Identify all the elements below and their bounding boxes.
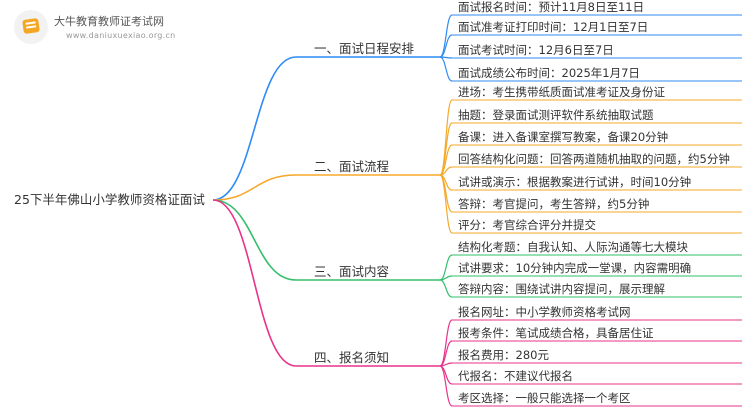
logo-title: 大牛教育教师证考试网 xyxy=(54,15,164,28)
leaf-connector xyxy=(439,144,453,176)
leaf-connector xyxy=(439,34,453,58)
site-logo: 大牛教育教师证考试网 www.daniuxuexiao.org.cn xyxy=(14,8,254,48)
branch-label: 四、报名须知 xyxy=(314,350,389,365)
branch-connector xyxy=(212,174,297,201)
leaf-item: 评分：考官综合评分并提交 xyxy=(458,218,596,232)
leaf-item: 答辩：考官提问，考生答辩，约5分钟 xyxy=(458,197,649,211)
root-node: 25下半年佛山小学教师资格证面试 xyxy=(14,192,205,207)
leaf-item: 面试报名时间：预计11月8日至11日 xyxy=(458,0,644,14)
branch-connector xyxy=(212,199,297,367)
logo-subtitle: www.daniuxuexiao.org.cn xyxy=(66,31,176,40)
leaf-item: 报考条件：笔试成绩合格，具备居住证 xyxy=(458,326,654,340)
leaf-item: 进场：考生携带纸质面试准考证及身份证 xyxy=(458,85,665,99)
leaf-connector xyxy=(439,365,453,407)
book-logo-icon xyxy=(14,10,48,44)
leaf-item: 试讲或演示：根据教案进行试讲，时间10分钟 xyxy=(458,175,691,189)
leaf-connector xyxy=(439,254,453,281)
branch-label: 一、面试日程安排 xyxy=(314,41,415,56)
leaf-item: 试讲要求：10分钟内完成一堂课，内容需明确 xyxy=(458,261,691,275)
leaf-item: 考区选择：一般只能选择一个考区 xyxy=(458,391,631,405)
leaf-item: 结构化考题：自我认知、人际沟通等七大模块 xyxy=(458,240,688,254)
branch-label: 三、面试内容 xyxy=(314,264,389,279)
leaf-item: 代报名：不建议代报名 xyxy=(458,369,573,383)
leaf-item: 报名费用：280元 xyxy=(458,348,549,362)
leaf-item: 抽题：登录面试测评软件系统抽取试题 xyxy=(458,108,654,122)
branch-connector xyxy=(212,199,297,281)
leaf-connector xyxy=(439,56,453,82)
leaf-item: 面试考试时间：12月6日至7日 xyxy=(458,43,614,57)
leaf-item: 报名网址：中小学教师资格考试网 xyxy=(458,305,631,319)
branch-label: 二、面试流程 xyxy=(314,159,390,174)
leaf-connector xyxy=(439,174,453,234)
leaf-connector xyxy=(439,340,453,367)
branch-connector xyxy=(212,56,297,201)
leaf-item: 面试准考证打印时间：12月1日至7日 xyxy=(458,20,648,34)
leaf-item: 回答结构化问题：回答两道随机抽取的问题，约5分钟 xyxy=(458,152,730,166)
leaf-item: 备课：进入备课室撰写教案，备课20分钟 xyxy=(458,130,668,144)
leaf-connector xyxy=(439,279,453,298)
leaf-connector xyxy=(439,99,453,176)
leaf-item: 面试成绩公布时间：2025年1月7日 xyxy=(458,66,640,80)
leaf-item: 答辩内容：围绕试讲内容提问，展示理解 xyxy=(458,282,665,296)
